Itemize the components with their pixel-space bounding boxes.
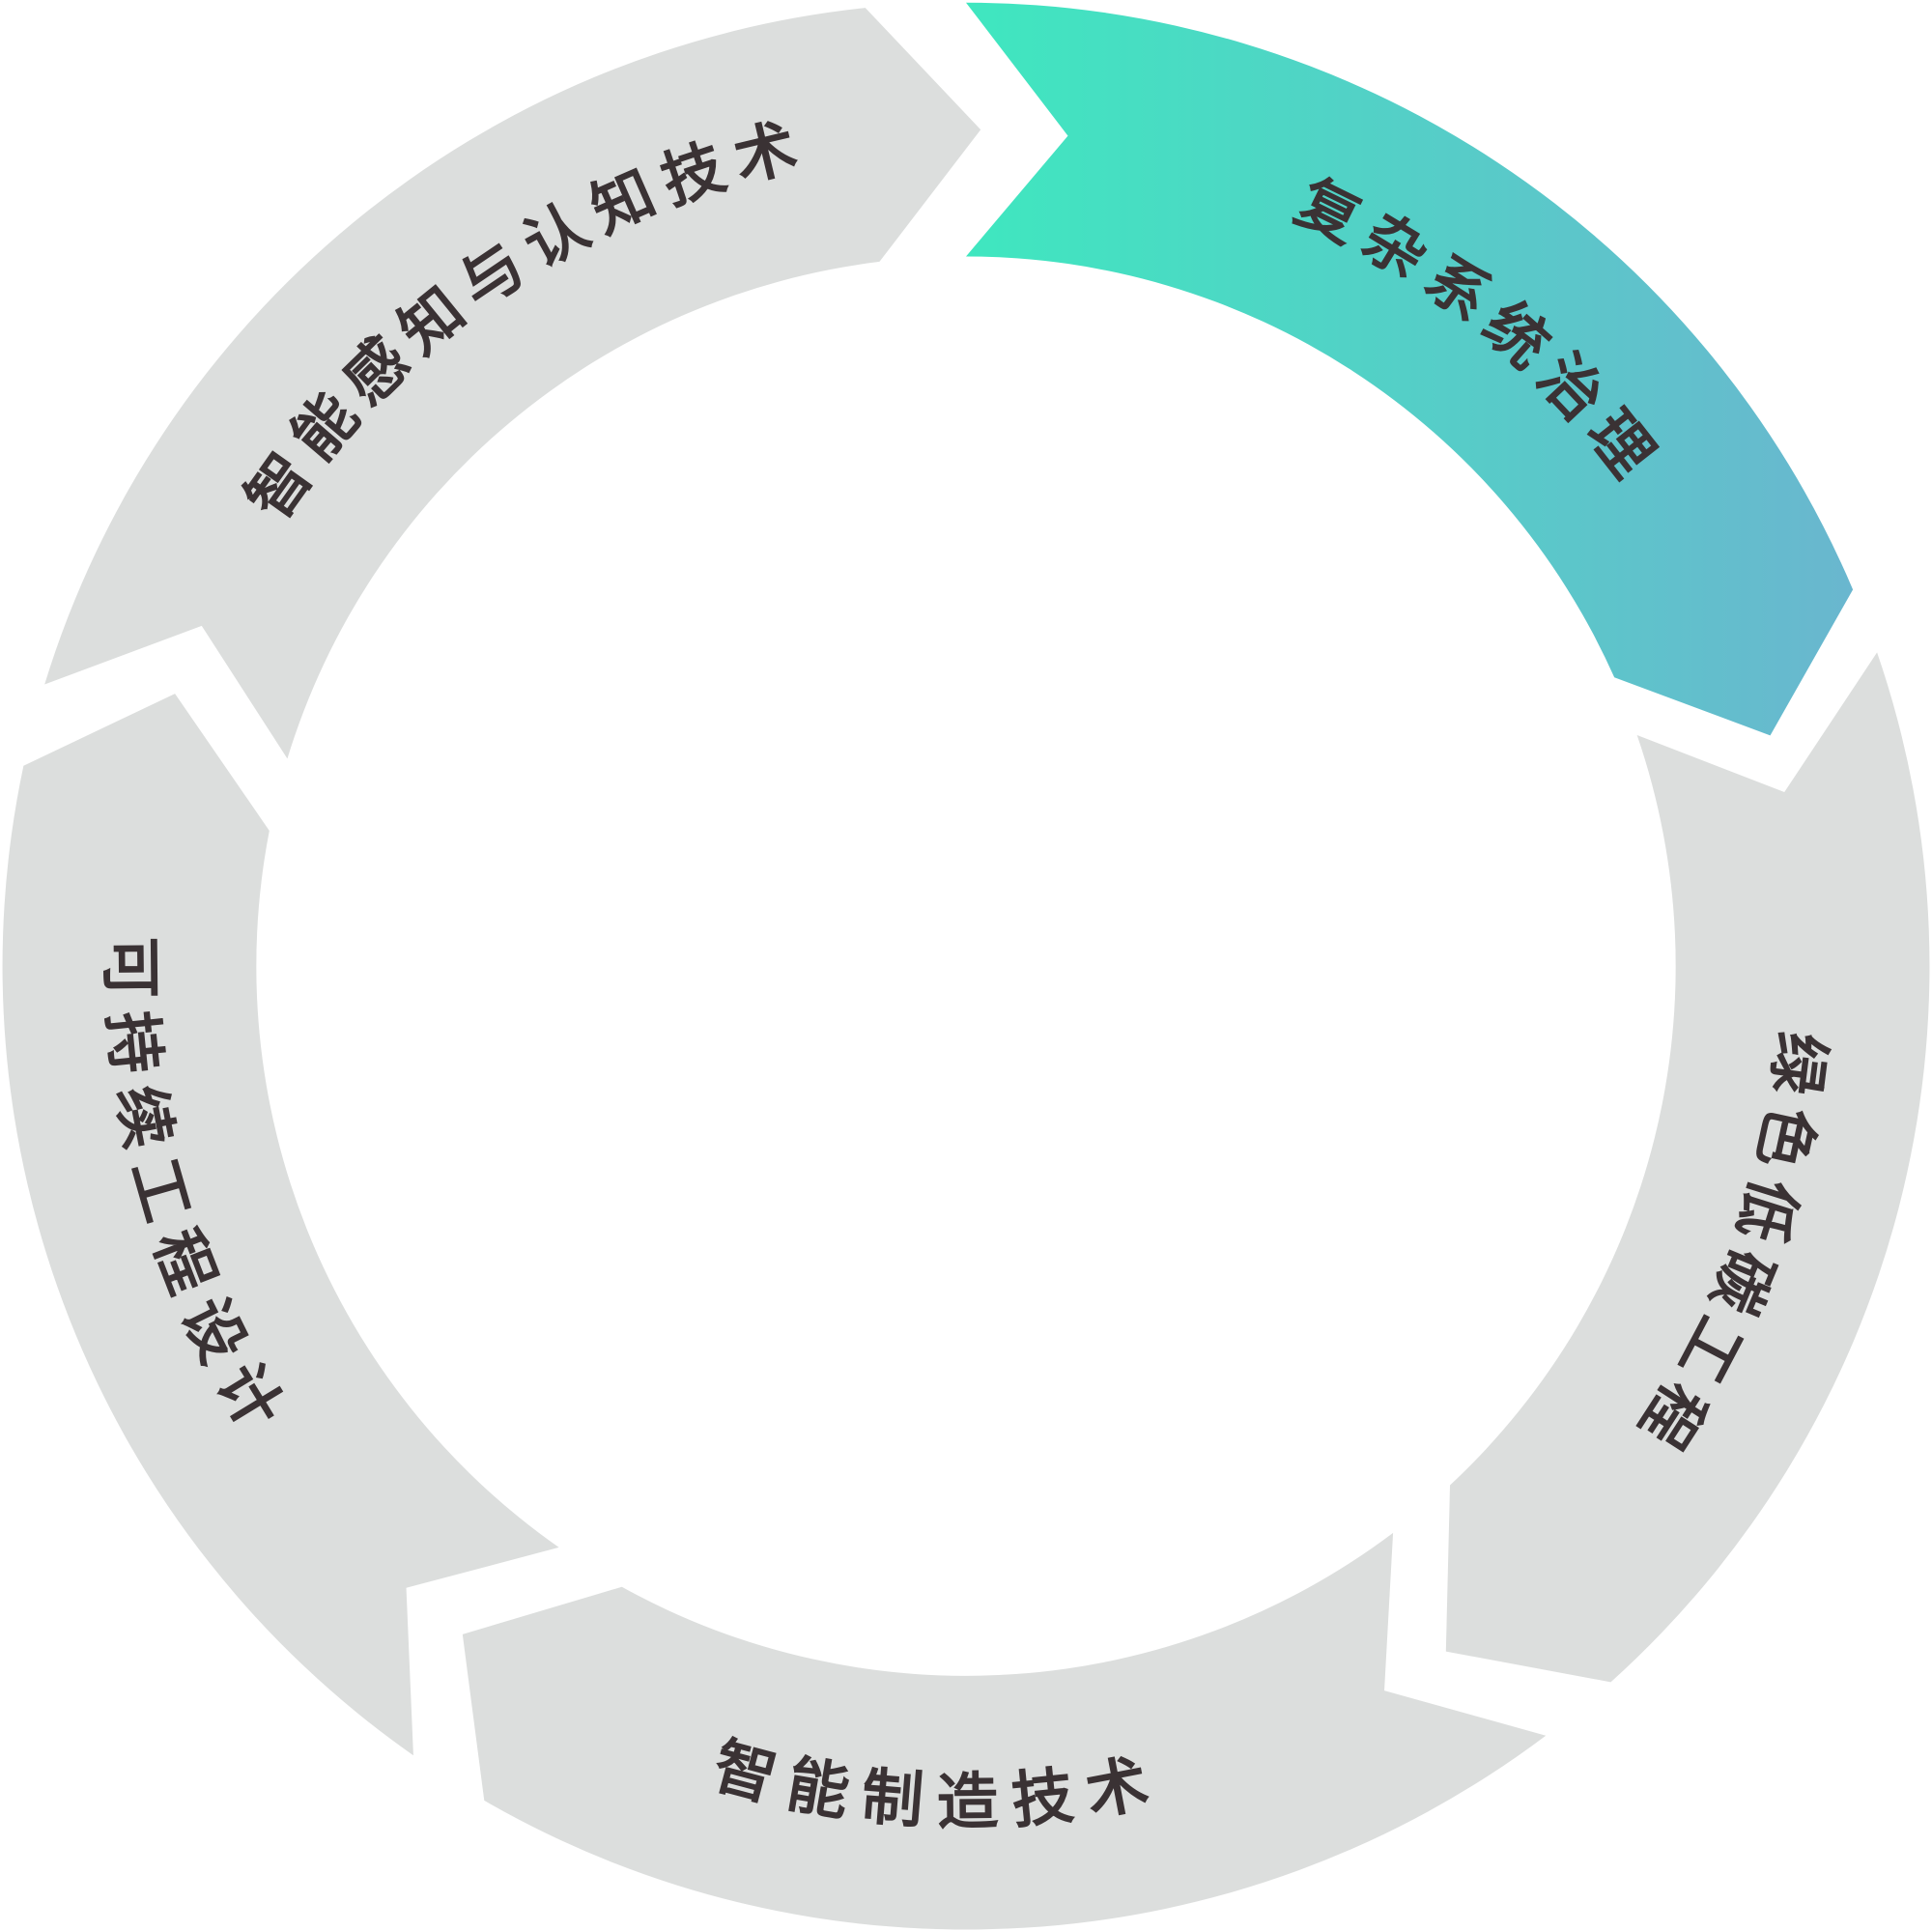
segment-arrow-shape [462,1532,1547,1930]
segment-intelligent-sensing: 智能感知与认知技术 [44,8,981,759]
segment-intelligent-manufacturing: 智能制造技术 [462,1532,1547,1930]
segment-arrow-shape [966,2,1854,736]
segment-complex-systems: 复杂系统治理 [966,2,1854,736]
segment-arrow-shape [2,694,559,1756]
segment-green-low-carbon: 绿色低碳工程 [1445,652,1930,1683]
segment-sustainable-design: 可持续工程设计 [2,694,559,1756]
segment-arrow-shape [1445,652,1930,1683]
segment-arrow-shape [44,8,981,759]
